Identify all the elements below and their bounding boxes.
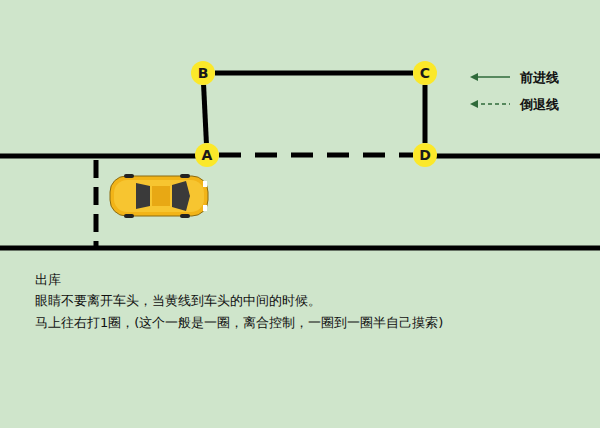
point-circle: D bbox=[413, 143, 437, 167]
point-circle: B bbox=[191, 61, 215, 85]
point-letter: D bbox=[419, 148, 431, 162]
car bbox=[110, 174, 208, 218]
lane-line bbox=[204, 85, 207, 143]
note-text: 马上往右打1圈，(这个一般是一圈，离合控制，一圈到一圈半自己摸索) bbox=[35, 315, 443, 331]
road-line bbox=[436, 154, 600, 159]
note-text: 眼睛不要离开车头，当黄线到车头的中间的时候。 bbox=[35, 293, 321, 309]
point-circle: C bbox=[413, 61, 437, 85]
lane-line bbox=[219, 153, 413, 158]
point-circle: A bbox=[195, 143, 219, 167]
point-letter: C bbox=[420, 66, 430, 80]
note-text: 出库 bbox=[35, 272, 61, 288]
point-letter: B bbox=[198, 66, 209, 80]
legend-text: 倒退线 bbox=[520, 96, 559, 114]
road-line bbox=[0, 154, 196, 159]
garage-line bbox=[94, 160, 99, 248]
point-letter: A bbox=[202, 148, 213, 162]
road-line bbox=[0, 246, 600, 251]
legend-samples bbox=[470, 73, 510, 108]
lane-line bbox=[215, 71, 413, 76]
lane-line bbox=[423, 85, 428, 143]
legend-text: 前进线 bbox=[520, 69, 559, 87]
